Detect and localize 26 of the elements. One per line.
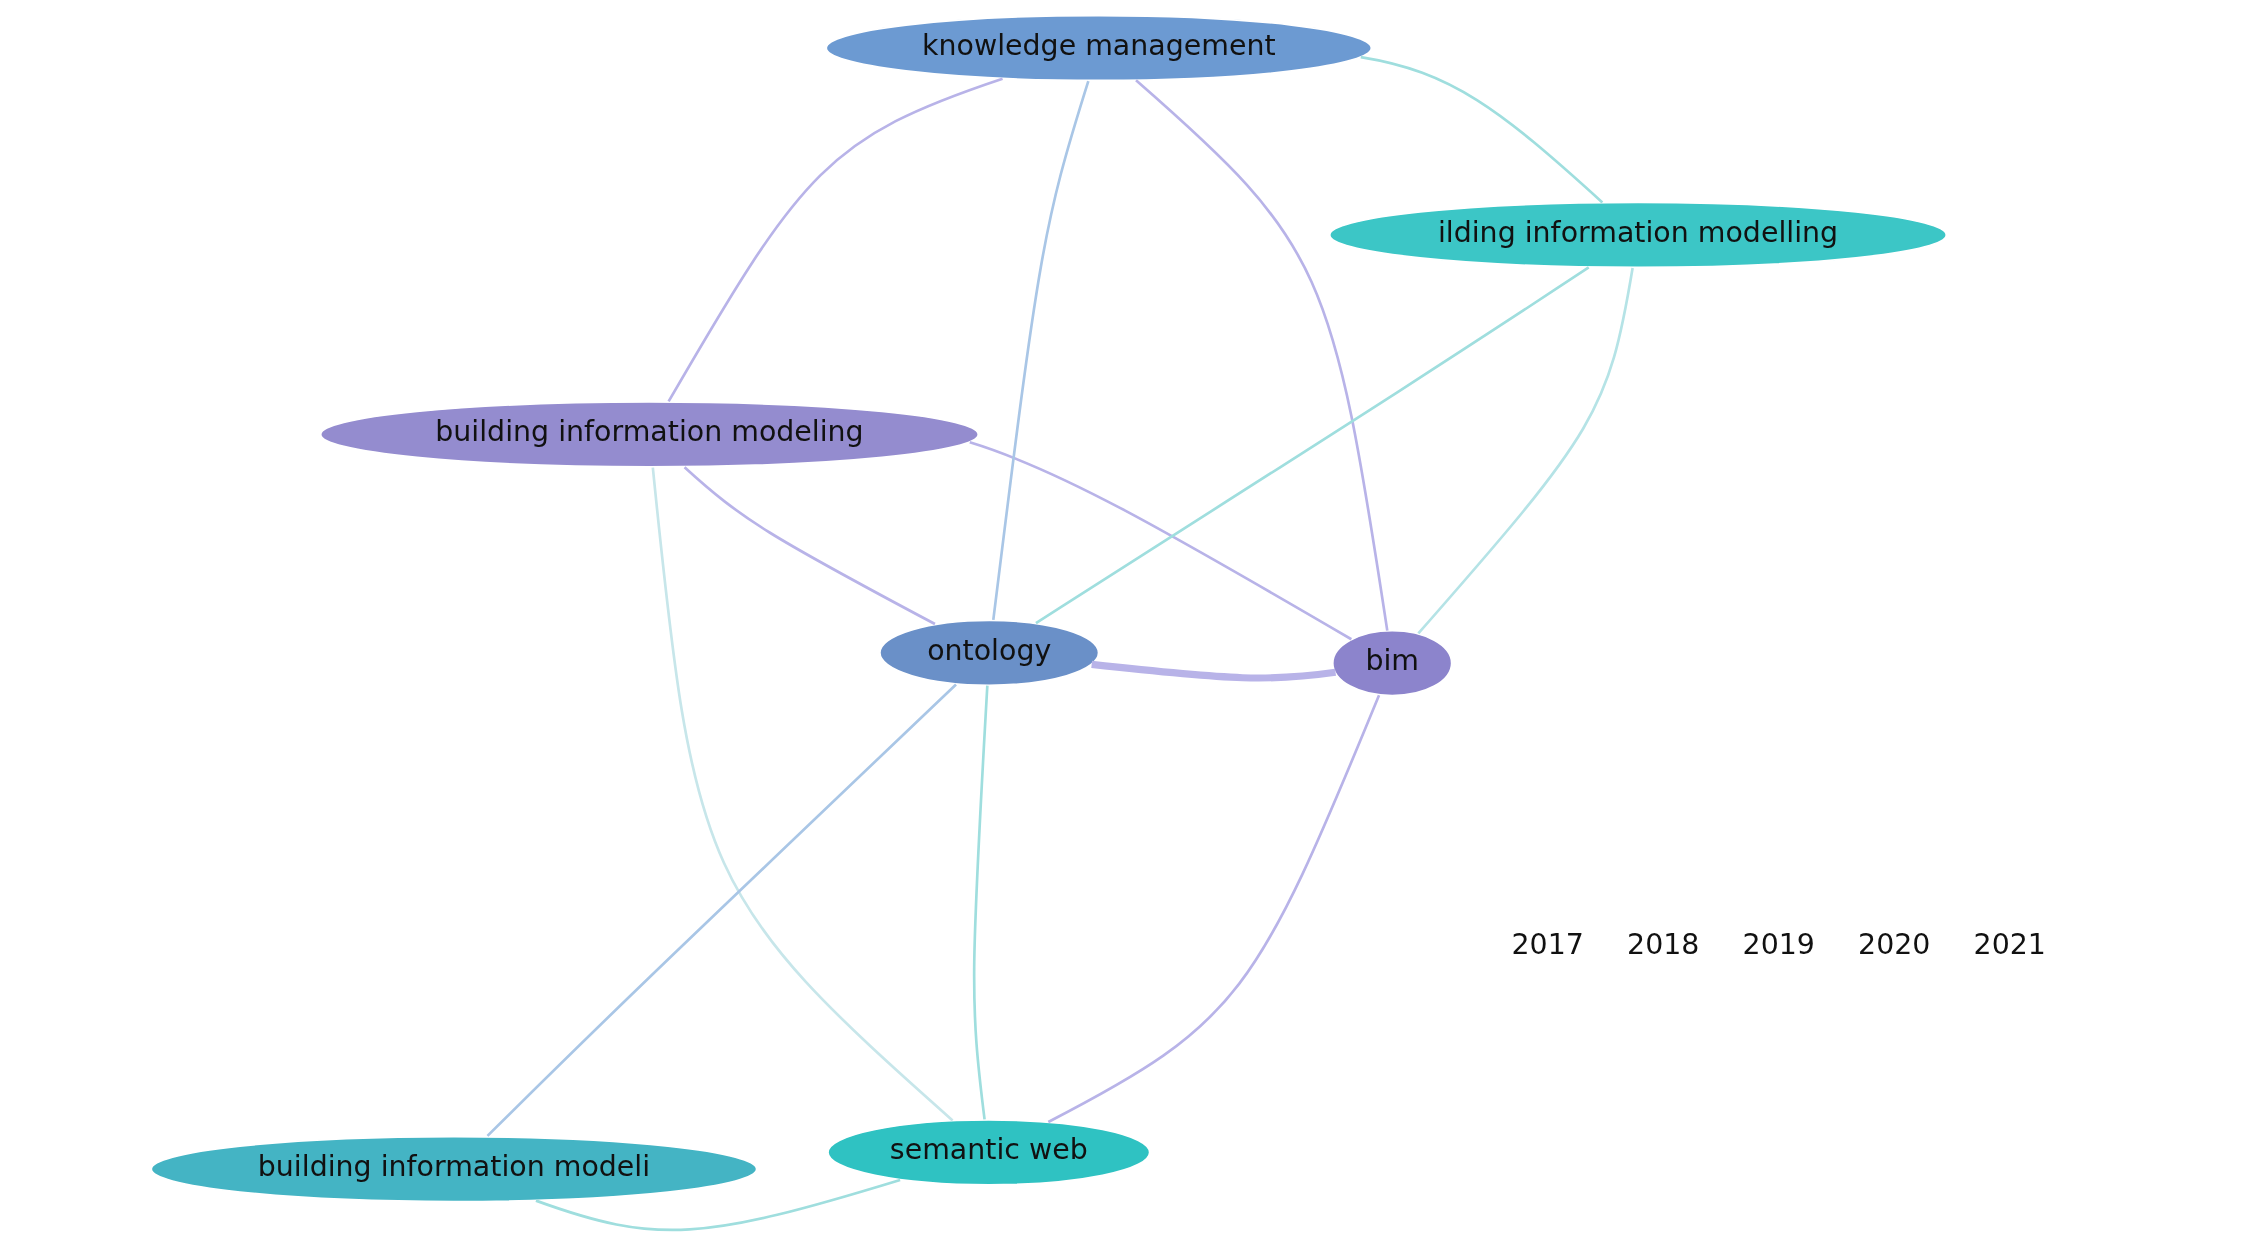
node-ellipse: bim — [1331, 629, 1453, 697]
label: 2018 — [1626, 928, 1699, 962]
connector — [486, 683, 957, 1137]
connector — [1360, 55, 1603, 204]
connector — [1134, 79, 1389, 631]
connector — [666, 77, 1003, 403]
connector — [1047, 694, 1380, 1124]
connector — [651, 467, 953, 1122]
connector — [1034, 266, 1589, 625]
connector — [991, 80, 1090, 621]
connector — [1416, 267, 1634, 635]
label: 2017 — [1511, 928, 1584, 962]
node-ellipse: knowledge management — [824, 14, 1372, 82]
node-ellipse: building information modeli — [149, 1135, 758, 1203]
connector — [972, 685, 989, 1120]
label: 2020 — [1857, 928, 1930, 962]
node-ellipse: ontology — [878, 619, 1099, 687]
node-ellipse: semantic web — [826, 1119, 1151, 1186]
connector — [683, 466, 936, 626]
connector — [535, 1178, 900, 1232]
connector — [1090, 660, 1336, 682]
label: 2019 — [1742, 928, 1815, 962]
node-ellipse: building information modeling — [319, 401, 979, 468]
node-ellipse: ilding information modelling — [1328, 201, 1947, 269]
connector — [968, 441, 1352, 641]
label: 2021 — [1973, 928, 2046, 962]
